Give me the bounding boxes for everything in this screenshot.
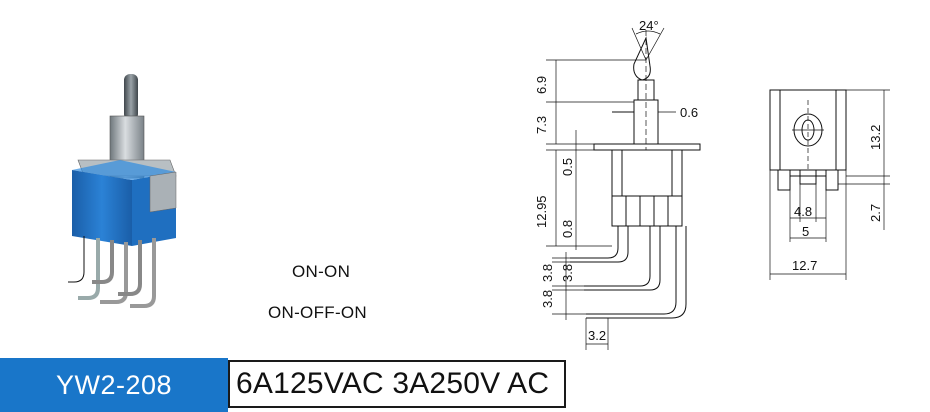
mode-label-on-on: ON-ON xyxy=(292,262,351,281)
dim-3-2: 3.2 xyxy=(588,328,606,343)
dim-angle: 24° xyxy=(639,18,659,33)
dim-3-8-c: 3.8 xyxy=(540,290,555,308)
electrical-rating: 6A125VAC 3A250V AC xyxy=(236,367,550,400)
dim-7-3: 7.3 xyxy=(534,116,549,134)
dim-12-95: 12.95 xyxy=(534,195,549,228)
dim-0-8: 0.8 xyxy=(560,220,575,238)
dim-3-8-a: 3.8 xyxy=(560,264,575,282)
side-view-drawing xyxy=(546,27,701,350)
rating-box: 6A125VAC 3A250V AC xyxy=(228,360,566,408)
model-number: YW2-208 xyxy=(55,369,173,400)
dim-6-9: 6.9 xyxy=(534,76,549,94)
dim-0-6: 0.6 xyxy=(680,105,698,120)
dim-0-5: 0.5 xyxy=(560,158,575,176)
dim-2-7: 2.7 xyxy=(868,204,883,222)
model-number-badge: YW2-208 xyxy=(0,358,228,412)
dim-4-8: 4.8 xyxy=(794,204,812,219)
dim-13-2: 13.2 xyxy=(868,125,883,150)
front-view-drawing xyxy=(769,89,890,280)
mode-label-on-off-on: ON-OFF-ON xyxy=(268,303,368,322)
dim-5: 5 xyxy=(802,224,809,239)
dim-3-8-b: 3.8 xyxy=(540,264,555,282)
switch-photo xyxy=(68,74,177,308)
dim-12-7: 12.7 xyxy=(792,258,817,273)
